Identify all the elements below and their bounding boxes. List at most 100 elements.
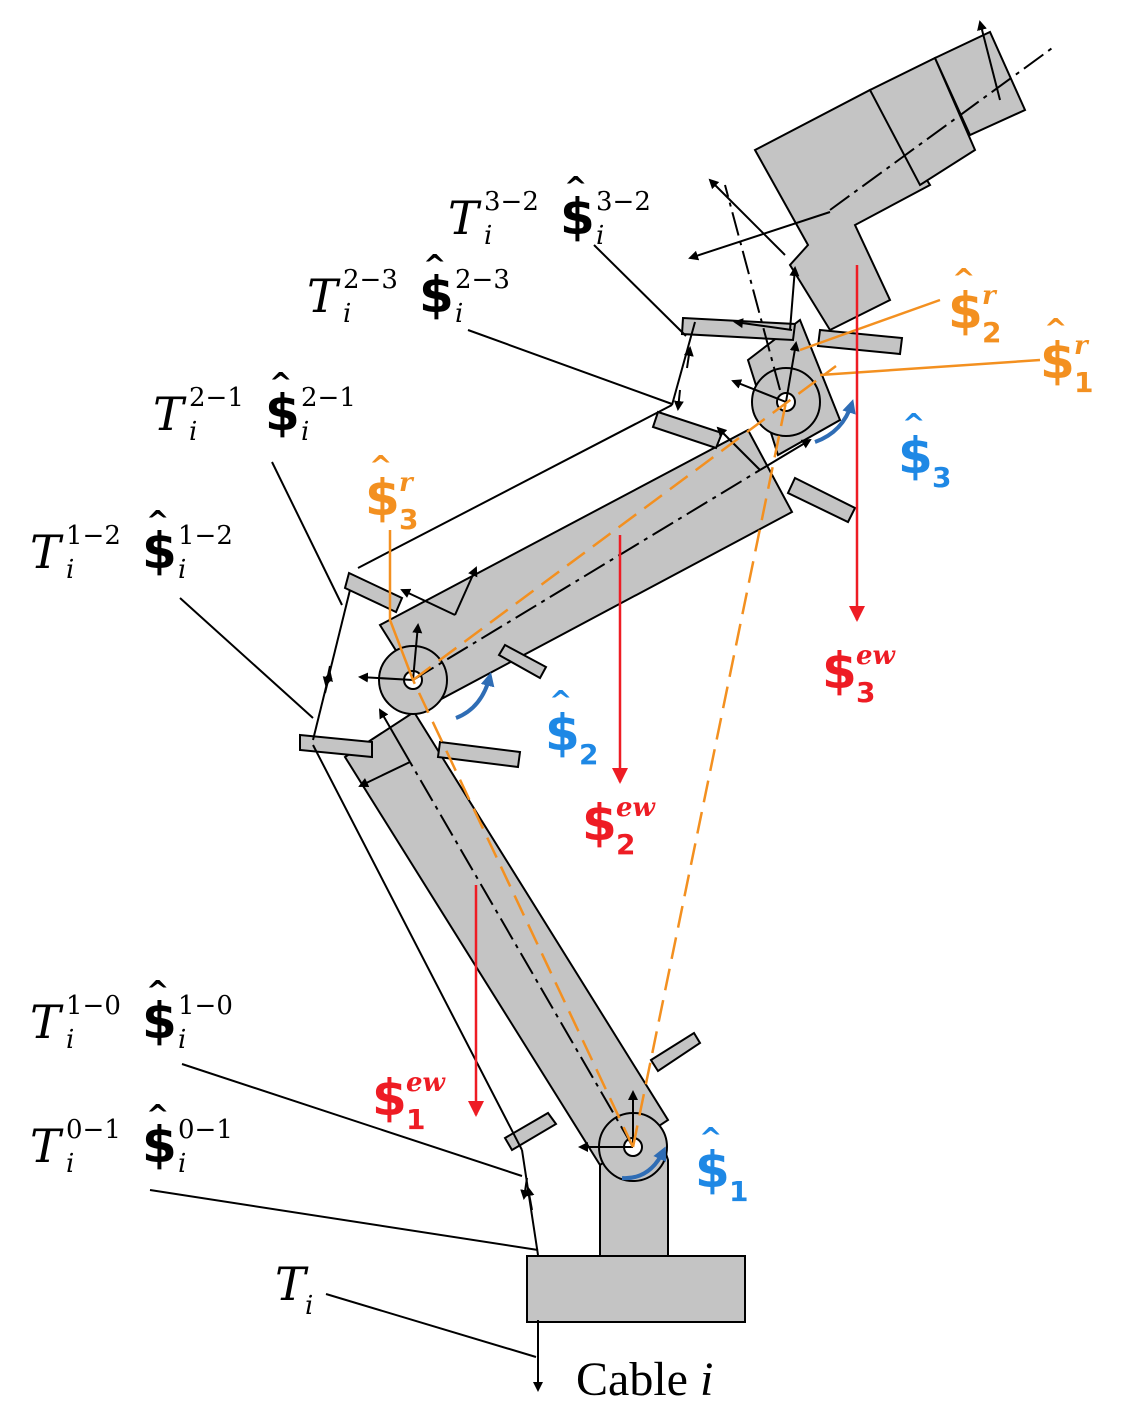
tension-base: T — [30, 525, 64, 579]
tension-sup: 1−2 — [66, 521, 121, 551]
joint-screw-3-symbol: $ — [898, 427, 933, 485]
tension-sub: i — [189, 417, 197, 447]
screw-sub: i — [178, 1025, 186, 1055]
joint-2-rotation-arrow — [455, 672, 495, 720]
screw-symbol: $ — [142, 1116, 177, 1174]
screw-hat: ^ — [423, 248, 446, 281]
joint-screw-2: $^2 — [545, 684, 598, 771]
tension-sup: 2−1 — [189, 383, 244, 413]
joint-screw-2-hat: ^ — [549, 684, 572, 717]
cable-label: Cable i — [576, 1353, 713, 1406]
wrench-3-sup: ew — [856, 641, 897, 671]
reciprocal-screw-3-symbol: $ — [365, 469, 400, 527]
link1-upper-bracket-right — [436, 740, 522, 769]
reciprocal-screw-3: $^r3 — [365, 449, 418, 536]
reciprocal-screw-2-hat: ^ — [952, 262, 975, 295]
joint-rotation-arrows — [455, 399, 856, 1181]
link3-upper-bracket-right — [816, 328, 904, 356]
cable-tension-base: T — [275, 1257, 309, 1311]
screw-sub: i — [596, 221, 604, 251]
reciprocal-screw-1: $^r 1 — [1040, 312, 1093, 399]
joint-screw-3: $^3 — [898, 407, 951, 494]
cable-tension-sub: i — [305, 1291, 313, 1321]
end-effector-tip — [933, 30, 1027, 137]
reciprocal-screw-1-sup: r — [1074, 331, 1090, 361]
screw-sub: i — [178, 1149, 186, 1179]
link3-upper-bracket — [680, 316, 797, 342]
screw-sup: 1−2 — [178, 521, 233, 551]
screw-hat: ^ — [146, 504, 169, 537]
screw-sub: i — [178, 555, 186, 585]
base-block — [526, 1255, 746, 1323]
link-centerlines — [409, 45, 1056, 1148]
reciprocal-screw-1-symbol: $ — [1040, 332, 1075, 390]
joint-screw-3-hat: ^ — [902, 407, 925, 440]
reciprocal-screw-lines — [388, 298, 1041, 1148]
screw-symbol: $ — [142, 992, 177, 1050]
screw-hat: ^ — [146, 974, 169, 1007]
screw-symbol: $ — [142, 522, 177, 580]
reciprocal-screw-1-hat: ^ — [1044, 312, 1067, 345]
screw-sub: i — [301, 417, 309, 447]
joint-screw-1-hat: ^ — [699, 1121, 722, 1154]
tension-base: T — [448, 191, 482, 245]
tension-base: T — [30, 1119, 64, 1173]
screw-hat: ^ — [269, 366, 292, 399]
joint-screw-3-sub: 3 — [932, 461, 951, 494]
link2-mid-tab — [651, 410, 724, 450]
link1-top-tab — [649, 1031, 702, 1073]
joint-screw-1: $^1 — [695, 1121, 748, 1208]
screw-sup: 1−0 — [178, 991, 233, 1021]
screw-symbol: $ — [560, 188, 595, 246]
gravity-wrench-arrows — [468, 265, 865, 1117]
screw-hat: ^ — [146, 1098, 169, 1131]
screw-symbol: $ — [265, 384, 300, 442]
reciprocal-screw-2-sup: r — [982, 281, 998, 311]
joint-screw-2-sub: 2 — [579, 738, 598, 771]
joint-frames — [358, 20, 1001, 1152]
screw-sup: 2−3 — [455, 265, 510, 295]
link2-right-tab — [786, 476, 857, 524]
tension-sup: 1−0 — [66, 991, 121, 1021]
wrench-3-symbol: $ — [822, 642, 857, 700]
link-2 — [343, 410, 857, 715]
joint-screw-2-symbol: $ — [545, 704, 580, 762]
link1-upper-bracket-left — [299, 733, 373, 759]
wrench-2-symbol: $ — [582, 794, 617, 852]
link2-lower-tab — [497, 643, 548, 680]
tension-sub: i — [484, 221, 492, 251]
tension-base: T — [153, 387, 187, 441]
wrench-1: $ew1 — [372, 1068, 447, 1136]
tension-sub: i — [66, 1149, 74, 1179]
wrench-1-symbol: $ — [372, 1069, 407, 1127]
cable-path — [312, 321, 696, 1392]
tension-sub: i — [66, 555, 74, 585]
wrench-2-sup: ew — [616, 793, 657, 823]
wrench-2-sub: 2 — [616, 828, 635, 861]
reciprocal-screw-2-symbol: $ — [948, 282, 983, 340]
screw-labels: $^r3$^r2$^r1$^1$^2$^3$ew1$ew2$ew3 — [365, 262, 1093, 1208]
tension-sup: 3−2 — [484, 187, 539, 217]
tension-sub: i — [66, 1025, 74, 1055]
wrench-1-sub: 1 — [406, 1103, 425, 1136]
joint-3-rotation-arrow — [814, 399, 856, 444]
screw-sup: 2−1 — [301, 383, 356, 413]
reciprocal-screw-1-sub: 1 — [1074, 366, 1093, 399]
tension-base: T — [307, 269, 341, 323]
screw-sub: i — [455, 299, 463, 329]
joint-screw-1-sub: 1 — [729, 1175, 748, 1208]
wrench-2: $ew 2 — [582, 793, 657, 861]
reciprocal-screw-2-sub: 2 — [982, 316, 1001, 349]
screw-hat: ^ — [564, 170, 587, 203]
reciprocal-screw-3-sub: 3 — [399, 503, 418, 536]
screw-symbol: $ — [419, 266, 454, 324]
